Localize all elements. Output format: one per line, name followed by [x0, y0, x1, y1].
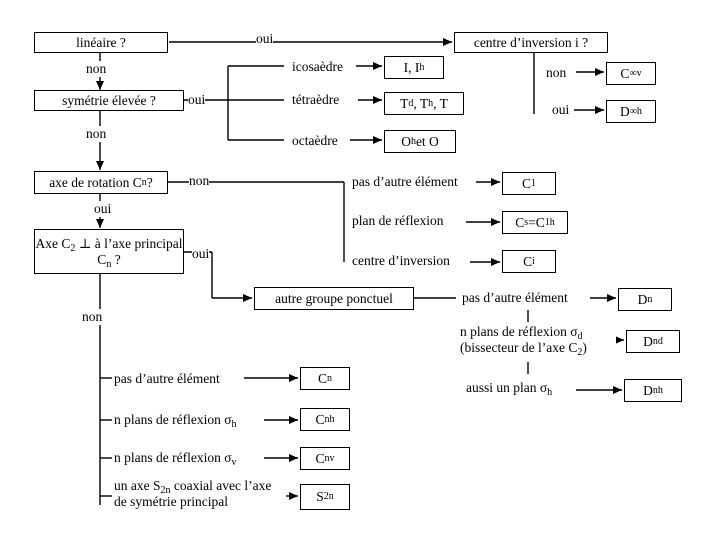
label-sigma-h-plane: aussi un plan σh — [466, 380, 553, 398]
answer-oui: oui — [192, 246, 210, 262]
label-no-other-element: pas d’autre élément — [352, 174, 458, 190]
label-c-no-other-element: pas d’autre élément — [114, 371, 220, 387]
label-reflection-plane: plan de réflexion — [352, 213, 444, 229]
answer-non: non — [82, 309, 103, 325]
label-icosaedre: icosaèdre — [292, 59, 343, 75]
label-sigma-h-planes: n plans de réflexion σh — [114, 412, 237, 430]
question-inversion-centre: centre d’inversion i ? — [454, 32, 608, 53]
label-inversion-centre: centre d’inversion — [352, 253, 450, 269]
answer-non: non — [189, 173, 210, 189]
question-high-symmetry: symétrie élevée ? — [34, 90, 184, 111]
label-tetraedre: tétraèdre — [292, 92, 340, 108]
label-sigma-v-planes: n plans de réflexion σv — [114, 450, 237, 468]
question-c2-perpendicular: Axe C2 ⊥ à l’axe principal Cn ? — [34, 229, 184, 274]
answer-oui: oui — [552, 102, 570, 118]
answer-oui: oui — [94, 201, 112, 217]
question-linear: linéaire ? — [34, 32, 168, 53]
label-s2n-axis: un axe S2n coaxial avec l’axe de symétri… — [114, 478, 286, 510]
answer-oui: oui — [188, 92, 206, 108]
group-d-inf-h: D∞h — [606, 100, 656, 123]
label-sigma-d-planes: n plans de réflexion σd (bissecteur de l… — [460, 324, 616, 357]
answer-non: non — [86, 61, 107, 77]
answer-oui: oui — [256, 31, 274, 47]
answer-non: non — [546, 65, 567, 81]
label-d-no-other-element: pas d’autre élément — [462, 290, 568, 306]
other-point-group: autre groupe ponctuel — [254, 287, 414, 310]
label-octaedre: octaèdre — [292, 133, 338, 149]
group-c-inf-v: C∞v — [606, 62, 656, 85]
answer-non: non — [86, 126, 107, 142]
